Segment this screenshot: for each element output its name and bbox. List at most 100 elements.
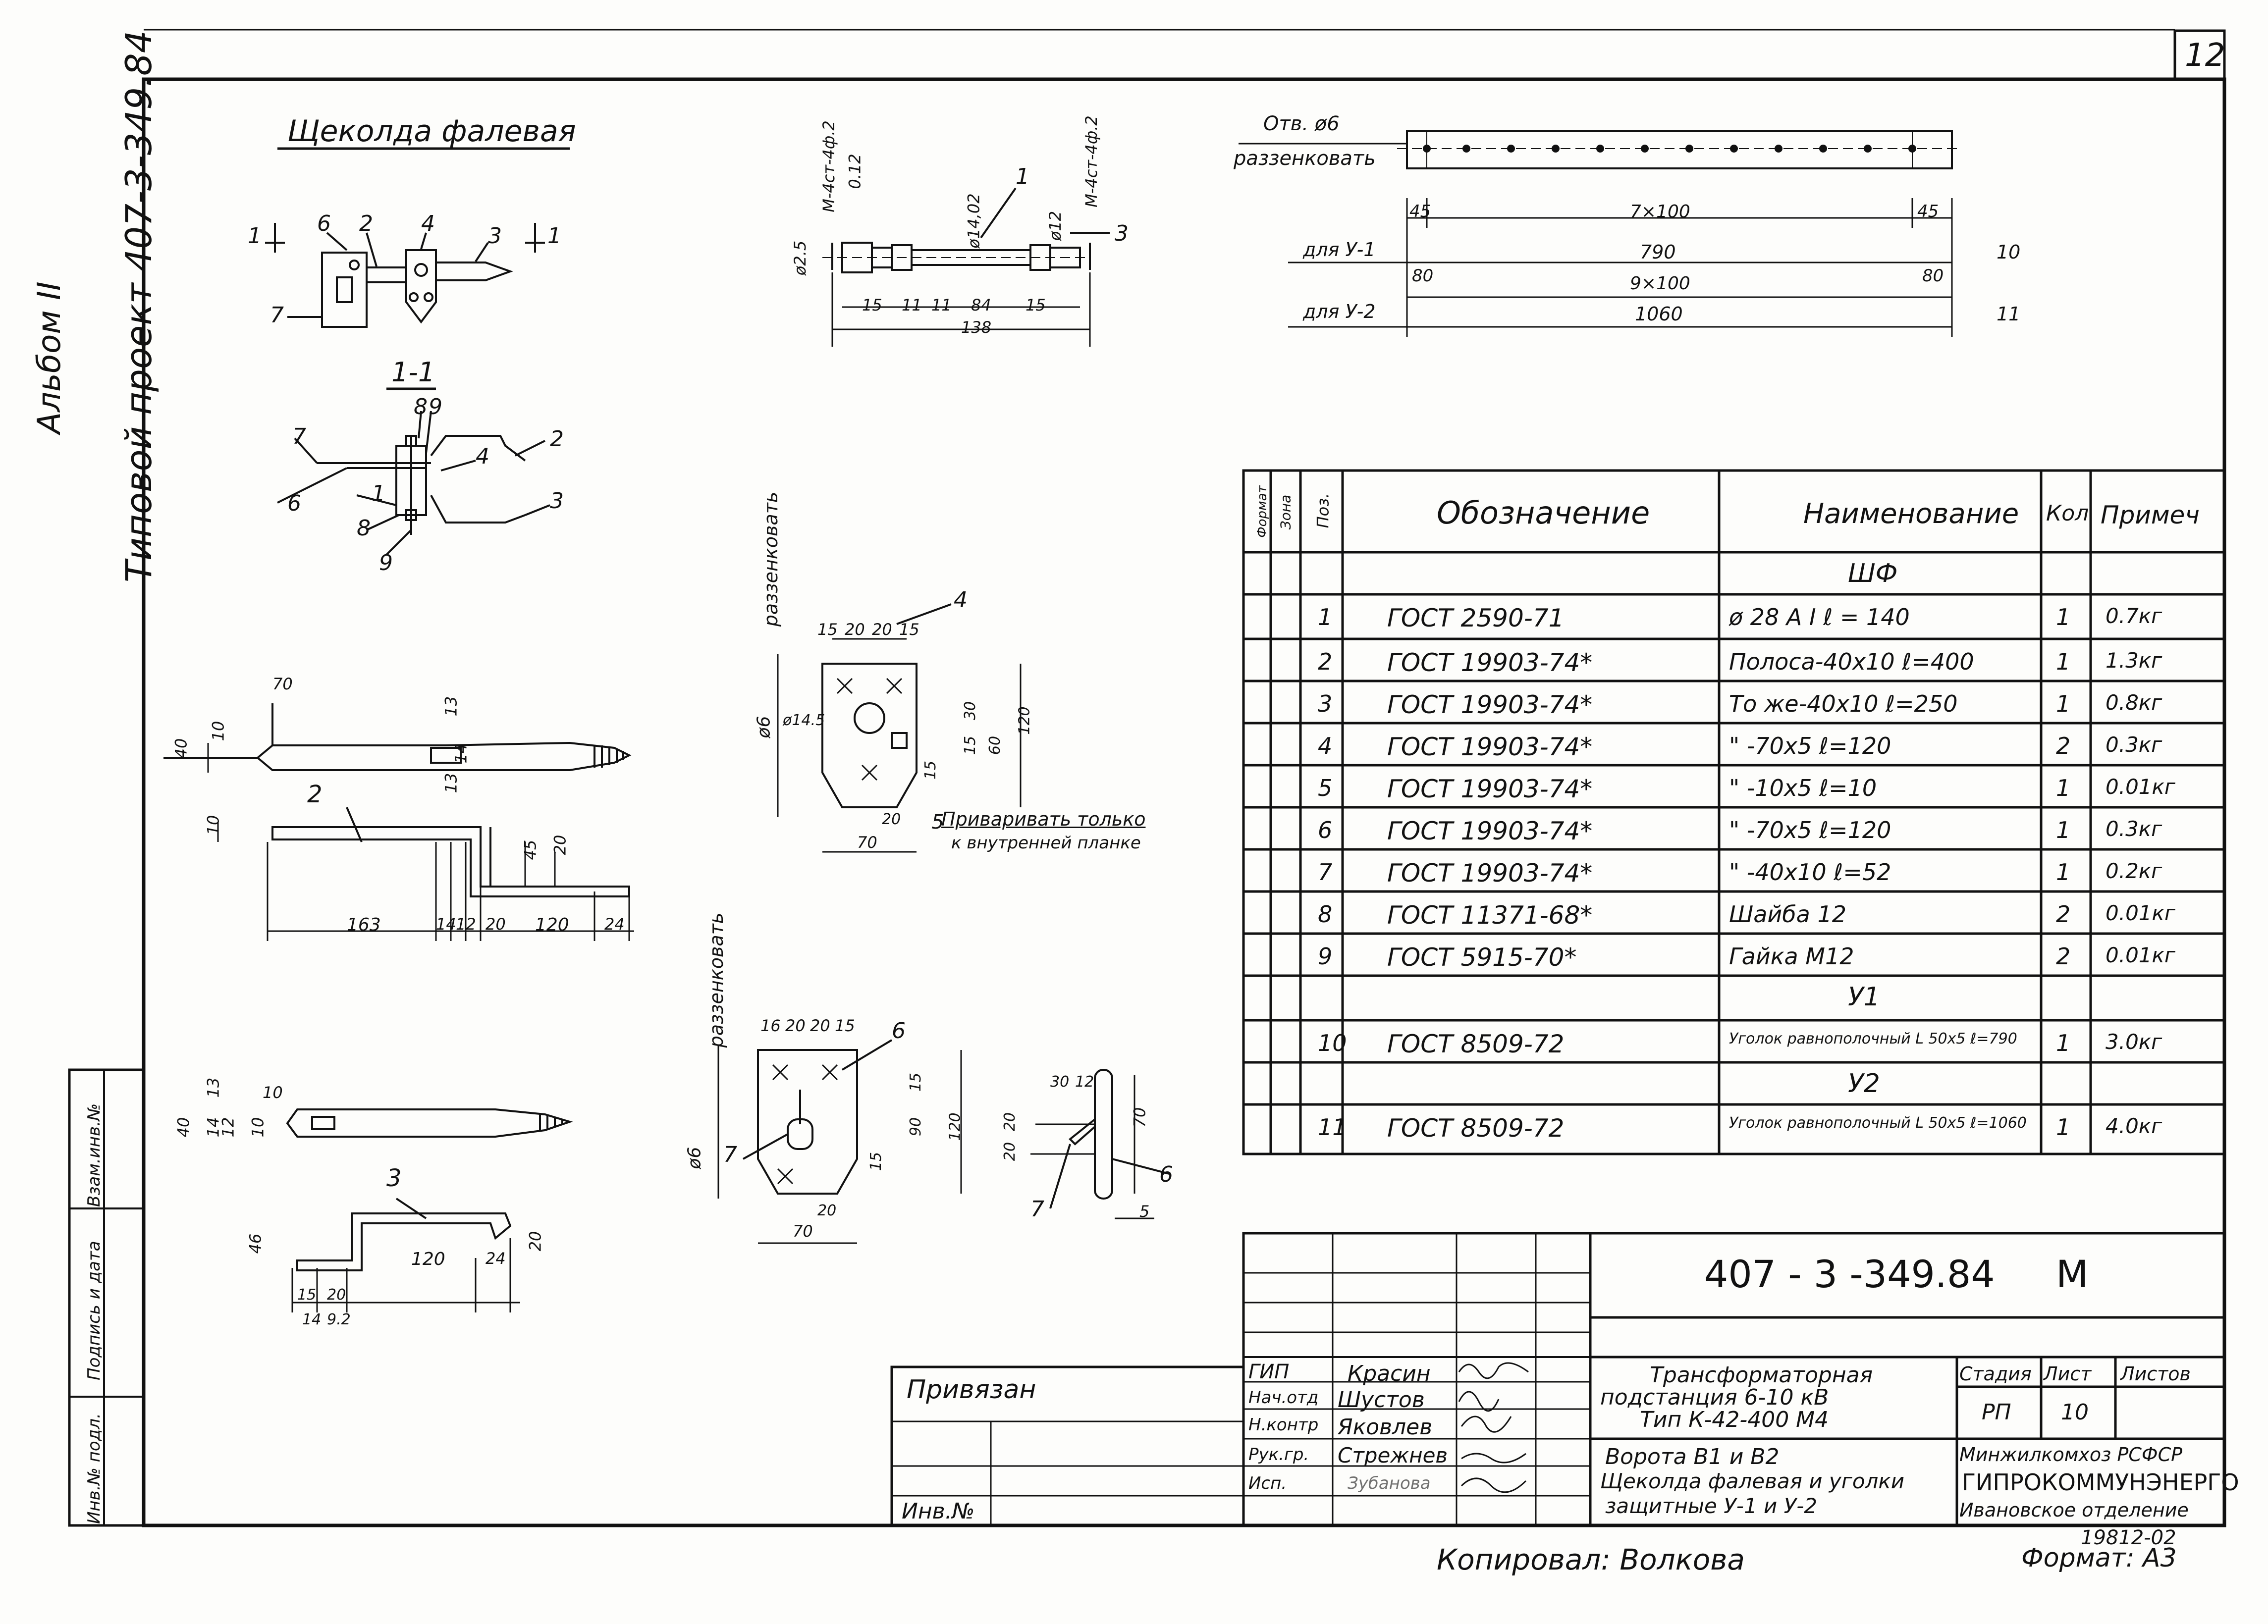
tb-name-1: Красин <box>1348 1361 1431 1386</box>
spec-cell-name: Шайба 12 <box>1729 901 1846 928</box>
dim-bolt-9: 84 <box>971 296 991 314</box>
dim-p6-120: 120 <box>946 1112 964 1141</box>
dim-p6-20b: 20 <box>810 1016 830 1035</box>
dim-p2-70: 70 <box>272 675 293 693</box>
tb-stage-header: Стадия <box>1959 1363 2032 1385</box>
dim-strip-for-u2: для У-2 <box>1303 301 1376 322</box>
spec-cell-designation: ГОСТ 19903-74* <box>1387 775 1593 803</box>
part-2-drawing <box>163 703 634 941</box>
signatures <box>1458 1362 1529 1493</box>
spec-cell-designation: ГОСТ 19903-74* <box>1387 690 1593 719</box>
dim-p4-70: 70 <box>857 833 877 852</box>
angle-strip-drawing <box>1239 130 1962 337</box>
spec-cell-note: 0.2кг <box>2106 859 2162 883</box>
dim-strip-7x100: 7×100 <box>1630 202 1690 222</box>
title-block-grid <box>890 1232 2226 1527</box>
left-strip-signature: Подпись и дата <box>84 1241 104 1380</box>
spec-cell-name: " -40х10 ℓ=52 <box>1729 859 1891 886</box>
tb-role-isp: Исп. <box>1248 1473 1287 1493</box>
dim-p4-15a: 15 <box>817 620 838 639</box>
spec-cell-pos: 1 <box>1318 604 1333 630</box>
spec-cell-pos: 11 <box>1318 1114 1347 1141</box>
view-title: Щеколда фалевая <box>287 114 576 149</box>
section-title: 1-1 <box>391 357 435 388</box>
dim-bolt-8: 11 <box>931 296 952 314</box>
dim-strip-9x100: 9×100 <box>1630 273 1690 294</box>
spec-cell-name: ø 28 А I ℓ = 140 <box>1729 604 1910 630</box>
spec-cell-qty: 1 <box>2056 775 2071 801</box>
label-bolt-3: 3 <box>1115 221 1129 246</box>
dim-bolt-4: ø12 <box>1046 210 1065 241</box>
spec-cell-pos: 7 <box>1318 859 1333 886</box>
plate4-note-2: к внутренней планке <box>951 833 1141 853</box>
spec-cell-designation: ГОСТ 8509-72 <box>1387 1114 1565 1143</box>
dim-strip-11: 11 <box>1997 303 2021 325</box>
tb-org-2: ГИПРОКОММУНЭНЕРГО <box>1962 1469 2239 1496</box>
dim-strip-for-u1: для У-1 <box>1303 239 1376 261</box>
dim-angle-12: 12 <box>1075 1073 1094 1091</box>
dim-strip-45b: 45 <box>1917 202 1939 221</box>
dim-bolt-7: 11 <box>902 296 922 314</box>
label-part2: 2 <box>307 781 323 808</box>
dim-p6-70: 70 <box>793 1222 813 1241</box>
spec-cell-pos: 5 <box>1318 775 1333 801</box>
dim-p6-15c: 15 <box>867 1152 885 1171</box>
dim-p3-10b: 10 <box>248 1117 268 1138</box>
dim-strip-790: 790 <box>1640 241 1676 263</box>
tb-code-suffix: М <box>2056 1252 2089 1296</box>
tb-name-4: Стрежнев <box>1338 1443 1448 1467</box>
left-margin-strip <box>68 1068 145 1527</box>
dim-p4-60: 60 <box>986 735 1004 755</box>
dim-bolt-11: 138 <box>961 318 992 337</box>
spec-group-title: ШФ <box>1848 559 1898 588</box>
tb-inv: Инв.№ <box>902 1499 975 1524</box>
sheet-number-box <box>2173 29 2226 81</box>
cut-mark-left: 1 <box>248 223 262 249</box>
dim-p6-countersink: раззенковать <box>705 912 728 1048</box>
dim-p6-20c: 20 <box>817 1202 837 1219</box>
spec-cell-name: Уголок равнополочный L 50х5 ℓ=1060 <box>1729 1114 2027 1132</box>
label-top-6: 6 <box>317 211 331 236</box>
label-plate6-6: 6 <box>892 1018 906 1044</box>
spec-cell-pos: 9 <box>1318 943 1333 970</box>
label-top-3: 3 <box>488 223 502 249</box>
spec-cell-qty: 1 <box>2056 690 2071 717</box>
spec-cell-designation: ГОСТ 11371-68* <box>1387 901 1593 930</box>
dim-p3-20: 20 <box>526 1231 545 1252</box>
dim-strip-45a: 45 <box>1409 202 1431 221</box>
label-top-4: 4 <box>421 211 435 236</box>
dim-p3-40: 40 <box>174 1117 193 1138</box>
label-sec-4: 4 <box>476 444 489 469</box>
tb-object-1: Трансформаторная <box>1650 1362 1873 1388</box>
dim-p3-20b: 20 <box>327 1286 346 1304</box>
dim-p2-14: 14 <box>451 743 471 764</box>
dim-p3-12: 12 <box>218 1117 238 1138</box>
spec-cell-pos: 2 <box>1318 648 1333 675</box>
spec-cell-qty: 1 <box>2056 648 2071 675</box>
plate4-note-1: Приваривать только <box>941 808 1146 830</box>
spec-cell-pos: 4 <box>1318 733 1333 759</box>
dim-p2-13a: 13 <box>441 773 461 793</box>
plate-6-drawing <box>717 1039 962 1244</box>
label-sec-8b: 8 <box>357 516 371 541</box>
spec-cell-designation: ГОСТ 8509-72 <box>1387 1030 1565 1058</box>
dim-strip-10: 10 <box>1997 241 2021 263</box>
plate-4-drawing <box>777 603 1022 853</box>
dim-angle-20b: 20 <box>1001 1142 1019 1161</box>
spec-cell-name: " -70х5 ℓ=120 <box>1729 733 1891 759</box>
dim-p3-10: 10 <box>263 1083 283 1102</box>
spec-cell-pos: 3 <box>1318 690 1333 717</box>
dim-p2-10: 10 <box>209 721 228 741</box>
th-note: Примеч <box>2101 501 2200 529</box>
label-plate4-4: 4 <box>954 587 968 613</box>
tb-code: 407 - 3 -349.84 <box>1704 1252 1995 1296</box>
tb-title-1: Ворота В1 и В2 <box>1605 1444 1780 1469</box>
side-note-album: Альбом II <box>31 281 68 434</box>
dim-bolt-10: 15 <box>1026 296 1046 314</box>
th-zone: Зона <box>1277 494 1294 530</box>
dim-p6-16: 16 <box>760 1016 781 1035</box>
part-3-drawing <box>286 1108 573 1312</box>
label-angle-6: 6 <box>1159 1162 1173 1187</box>
th-pos: Поз. <box>1313 493 1333 528</box>
